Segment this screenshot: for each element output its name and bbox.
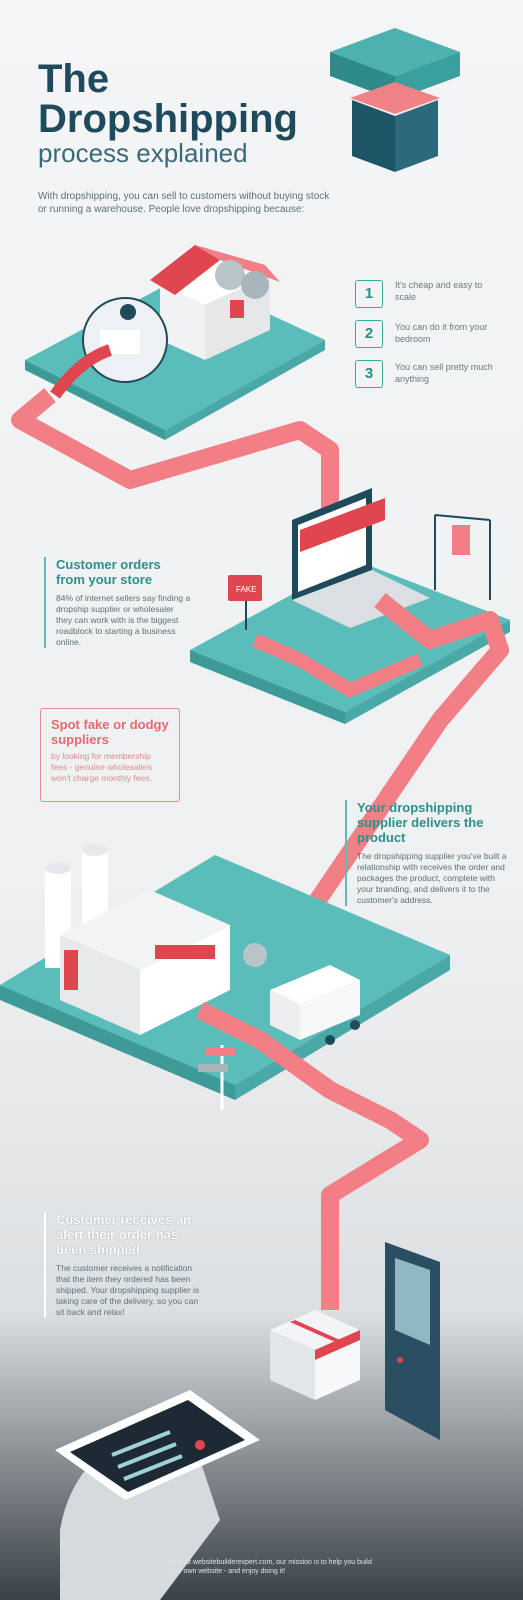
step-alert-body: The customer receives a notification tha… — [56, 1263, 200, 1317]
reason-text-3: You can sell pretty much anything — [395, 362, 493, 384]
step-fake: Spot fake or dodgy suppliers by looking … — [40, 708, 180, 802]
page-subtitle: process explained — [38, 138, 248, 168]
open-box-icon — [330, 28, 460, 172]
step-supplier: Your dropshipping supplier delivers the … — [345, 800, 507, 906]
step-supplier-body: The dropshipping supplier you've built a… — [357, 851, 507, 905]
step-orders: Customer orders from your store 84% of i… — [44, 557, 191, 648]
step-alert: Customer receives an alert their order h… — [44, 1212, 201, 1318]
step-fake-title: Spot fake or dodgy suppliers — [51, 717, 169, 747]
step-orders-title: Customer orders from your store — [56, 557, 161, 587]
factory-platform — [0, 844, 450, 1110]
step-supplier-title: Your dropshipping supplier delivers the … — [357, 800, 484, 845]
step-alert-title: Customer receives an alert their order h… — [56, 1212, 192, 1257]
reason-text-2: You can do it from your bedroom — [395, 322, 488, 344]
step-fake-body: by looking for membership fees - genuine… — [51, 751, 153, 783]
reason-number-2: 2 — [355, 320, 383, 348]
step-orders-body: 84% of internet sellers say finding a dr… — [56, 593, 191, 647]
house-platform — [25, 245, 325, 440]
front-door — [385, 1242, 440, 1440]
reason-text-1: It's cheap and easy to scale — [395, 280, 483, 302]
intro-text: With dropshipping, you can sell to custo… — [38, 191, 330, 215]
store-platform — [190, 488, 510, 724]
reason-number-1: 1 — [355, 280, 383, 308]
reason-number-3: 3 — [355, 360, 383, 388]
phone-in-hand — [55, 1390, 260, 1600]
footer-mission: Here at websitebuilderexpert.com, our mi… — [168, 1559, 372, 1575]
page-title-line1: The — [38, 57, 110, 101]
delivery-road — [11, 388, 339, 520]
page-title-line2: Dropshipping — [38, 97, 298, 141]
delivery-road — [242, 592, 509, 1006]
fake-sign-label: FAKE — [236, 585, 256, 594]
parcel-box — [270, 1310, 360, 1400]
delivery-road — [195, 1001, 429, 1310]
